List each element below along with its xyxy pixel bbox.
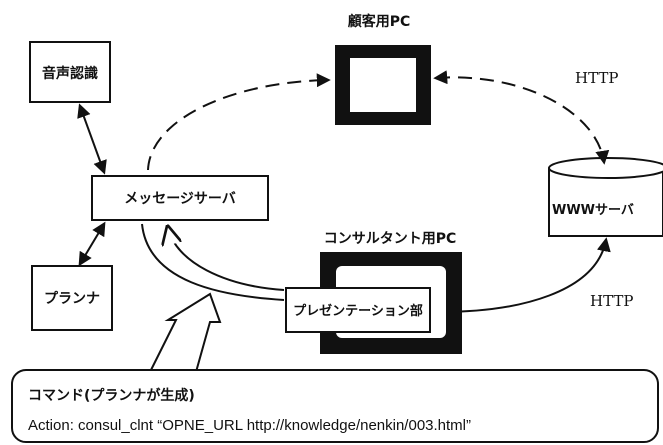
http-label-top: HTTP: [575, 69, 618, 87]
solid-www-to-presentation: [437, 237, 611, 319]
presentation-to-server-inner: [168, 228, 285, 291]
presentation-node: プレゼンテーション部: [285, 287, 431, 333]
dashed-server-to-customer: [147, 73, 331, 171]
speech-recognition-label: 音声認識: [42, 65, 98, 82]
callout-action: Action: consul_clnt “OPNE_URL http://kno…: [28, 417, 471, 434]
message-server-label: メッセージサーバ: [124, 191, 236, 207]
callout-pointer: [148, 292, 222, 373]
speech-server-arrow: [77, 103, 107, 175]
www-server-node: WWWサーバ: [548, 157, 663, 237]
message-server-node: メッセージサーバ: [91, 175, 269, 221]
planner-label: プランナ: [44, 291, 100, 307]
dashed-customer-to-www: [433, 70, 610, 165]
www-server-label: WWWサーバ: [552, 203, 634, 218]
http-label-bottom: HTTP: [590, 292, 633, 310]
speech-recognition-node: 音声認識: [29, 41, 111, 103]
callout-title: コマンド(プランナが生成): [28, 387, 195, 404]
consultant-pc-label: コンサルタント用PC: [324, 231, 457, 247]
presentation-to-server-outer: [141, 223, 285, 301]
command-callout: コマンド(プランナが生成) Action: consul_clnt “OPNE_…: [11, 369, 659, 443]
presentation-label: プレゼンテーション部: [293, 303, 423, 319]
planner-server-arrow: [78, 221, 106, 267]
customer-pc-monitor: [335, 45, 431, 125]
customer-pc-label: 顧客用PC: [348, 13, 411, 30]
planner-node: プランナ: [31, 265, 113, 331]
